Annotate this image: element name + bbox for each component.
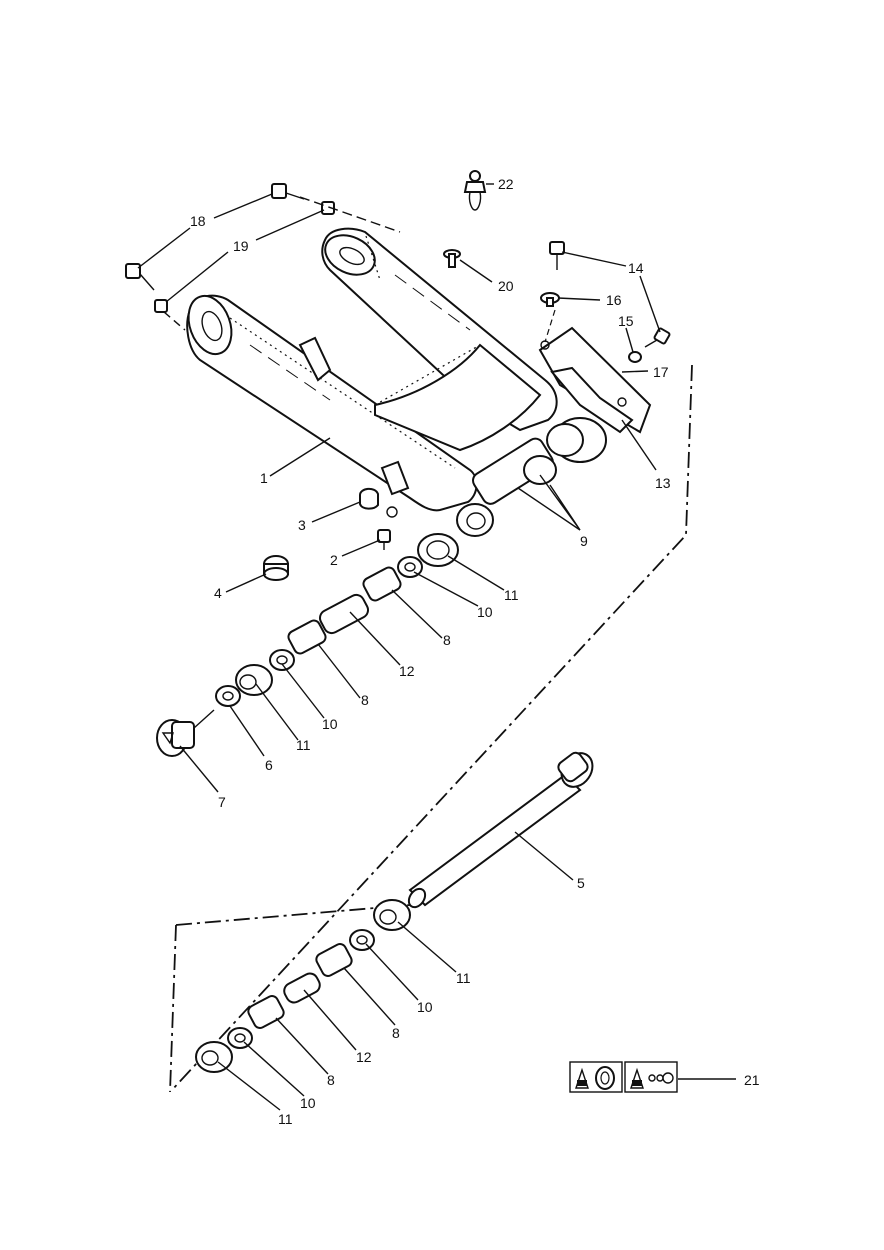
swing-arm — [186, 227, 607, 537]
callout-12b: 12 — [356, 1049, 372, 1065]
callout-19: 19 — [233, 238, 249, 254]
callout-11a: 11 — [504, 587, 519, 603]
callout-10a: 10 — [477, 604, 493, 620]
service-icons-21 — [569, 1061, 678, 1093]
callout-8c: 8 — [392, 1025, 400, 1041]
callout-3: 3 — [298, 517, 306, 533]
swing-arm-axle-5 — [407, 751, 594, 909]
callout-16: 16 — [606, 292, 622, 308]
grease-nipple-2 — [377, 529, 391, 550]
bolt-18-lower — [125, 263, 155, 291]
callout-18: 18 — [190, 213, 206, 229]
callout-14: 14 — [628, 260, 644, 276]
grease-cap-3 — [359, 487, 398, 518]
leader-lines — [137, 183, 736, 1111]
weld-bead — [229, 235, 541, 469]
bolt-18-upper — [271, 183, 305, 200]
callout-13: 13 — [655, 475, 671, 491]
callout-2: 2 — [330, 552, 338, 568]
callout-labels: 1 2 3 4 5 6 7 8 8 8 8 9 10 10 10 10 11 1… — [190, 176, 760, 1127]
callout-22: 22 — [498, 176, 514, 192]
lubricant-can-icon-2 — [630, 1067, 644, 1089]
bolt-14-upper — [549, 241, 565, 270]
callout-1: 1 — [260, 470, 268, 486]
nut-19-lower — [154, 299, 168, 313]
callout-11d: 11 — [278, 1111, 293, 1127]
callout-10b: 10 — [322, 716, 338, 732]
callout-10c: 10 — [417, 999, 433, 1015]
callout-21: 21 — [744, 1072, 760, 1088]
washer-15 — [628, 351, 642, 363]
callout-7: 7 — [218, 794, 226, 810]
lubricant-can-icon — [575, 1067, 589, 1089]
assembly-boundary-line — [169, 364, 693, 1093]
callout-11c: 11 — [456, 970, 471, 986]
chain-icon — [648, 1072, 674, 1084]
callout-8a: 8 — [443, 632, 451, 648]
callout-12a: 12 — [399, 663, 415, 679]
nut-19-upper — [321, 201, 335, 215]
callout-17: 17 — [653, 364, 669, 380]
callout-11b: 11 — [296, 737, 311, 753]
callout-8b: 8 — [361, 692, 369, 708]
lower-bearing-stack — [195, 899, 411, 1073]
cap-4 — [263, 555, 289, 581]
upper-bearing-stack — [215, 533, 459, 707]
callout-5: 5 — [577, 875, 585, 891]
callout-20: 20 — [498, 278, 514, 294]
callout-10d: 10 — [300, 1095, 316, 1111]
callout-4: 4 — [214, 585, 222, 601]
fastener-clip-22 — [463, 170, 487, 211]
bearing-ring-icon — [595, 1066, 615, 1090]
callout-6: 6 — [265, 757, 273, 773]
washer-16 — [540, 292, 560, 307]
callout-8d: 8 — [327, 1072, 335, 1088]
chain-guard-bracket — [538, 326, 652, 434]
adjuster-bolt-7 — [156, 709, 215, 757]
bolt-14-lower — [644, 327, 671, 348]
callout-15: 15 — [618, 313, 634, 329]
rivet-20 — [443, 249, 461, 268]
callout-9: 9 — [580, 533, 588, 549]
